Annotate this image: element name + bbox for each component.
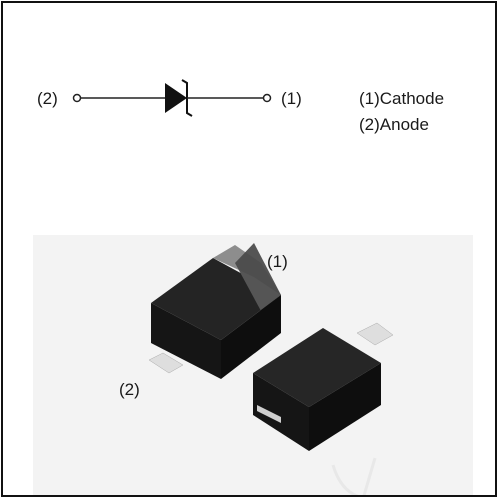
package-right bbox=[253, 322, 394, 451]
diagram-canvas bbox=[33, 79, 473, 495]
zener-diode-icon bbox=[165, 83, 187, 113]
schematic-pin2-label: (2) bbox=[37, 89, 58, 108]
right-top-lead bbox=[356, 322, 394, 346]
pin2-terminal bbox=[72, 93, 82, 103]
legend-cathode: (1)Cathode bbox=[359, 89, 445, 108]
watermark bbox=[331, 457, 377, 495]
pin2-lead bbox=[148, 352, 184, 374]
package-left bbox=[148, 243, 281, 379]
package2-body-front bbox=[253, 373, 309, 451]
package2-bottom-lead-front bbox=[257, 405, 281, 423]
package-pin2-label: (2) bbox=[119, 380, 140, 399]
package-body-front bbox=[151, 303, 221, 379]
pin1-terminal bbox=[262, 93, 272, 103]
diagram-frame: (2) (1) (1)Cathode (2)Anode (1) (2) bbox=[1, 1, 497, 497]
package-pin1-label: (1) bbox=[267, 252, 288, 271]
diode-schematic bbox=[72, 79, 272, 117]
schematic-pin1-label: (1) bbox=[281, 89, 302, 108]
legend-anode: (2)Anode bbox=[359, 115, 429, 134]
package-body-side bbox=[221, 295, 281, 379]
package2-body-side bbox=[309, 363, 381, 451]
cathode-band-top bbox=[213, 245, 281, 295]
package2-body-top bbox=[253, 328, 381, 407]
